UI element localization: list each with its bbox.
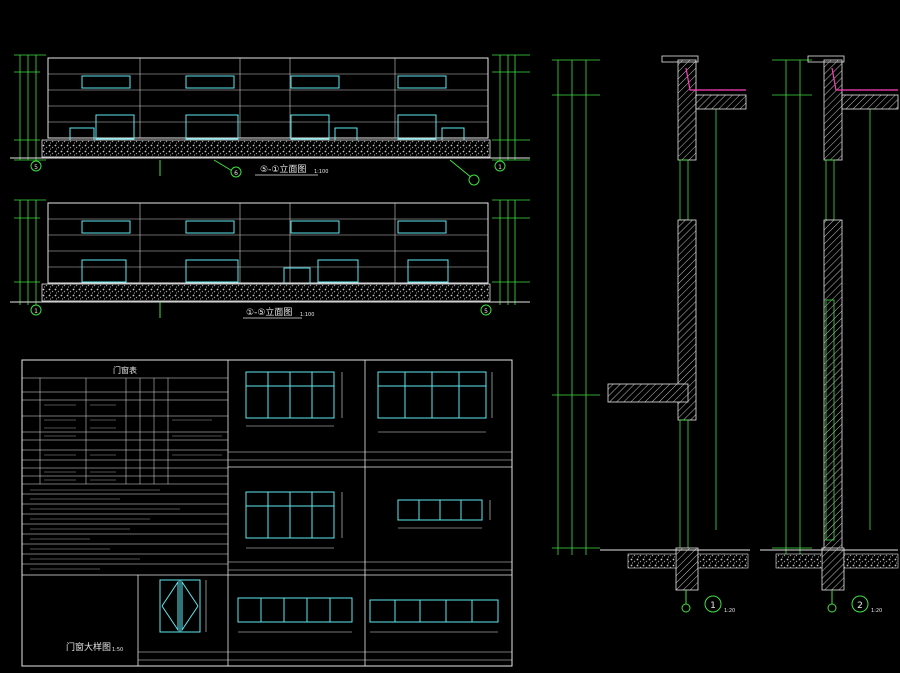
axis-label-a1: 1 — [498, 164, 502, 171]
elevation-bottom-title: ①-⑤立面图 — [246, 306, 292, 318]
detail-title: 门窗大样图 — [66, 641, 111, 653]
door-window-table-title: 门窗表 — [113, 365, 137, 375]
detail-scale: 1:50 — [112, 647, 123, 653]
wall-sections: 1 1:20 2 1:20 — [552, 55, 899, 614]
section-2-scale: 1:20 — [871, 608, 882, 614]
door-window-schedule: 门窗表 — [21, 359, 513, 667]
section-2-label: 2 — [857, 601, 863, 611]
section-1-label: 1 — [710, 601, 716, 611]
axis-label-a6: 6 — [234, 170, 238, 177]
axis-label-b5: 5 — [484, 308, 488, 315]
axis-label-b1: 1 — [34, 308, 38, 315]
section-1-bubble — [704, 595, 722, 613]
section-2-bubble — [851, 595, 869, 613]
elevation-top-title: ⑤-①立面图 — [260, 163, 306, 175]
elevation-bottom: 1 5 ①-⑤立面图 1:100 — [10, 199, 530, 319]
axis-label-a5: 5 — [34, 164, 38, 171]
elevation-bottom-scale: 1:100 — [300, 312, 314, 318]
elevation-top-scale: 1:100 — [314, 169, 328, 175]
section-1-scale: 1:20 — [724, 608, 735, 614]
elevation-top: 5 1 6 ⑤-①立面图 1:100 — [10, 54, 530, 186]
